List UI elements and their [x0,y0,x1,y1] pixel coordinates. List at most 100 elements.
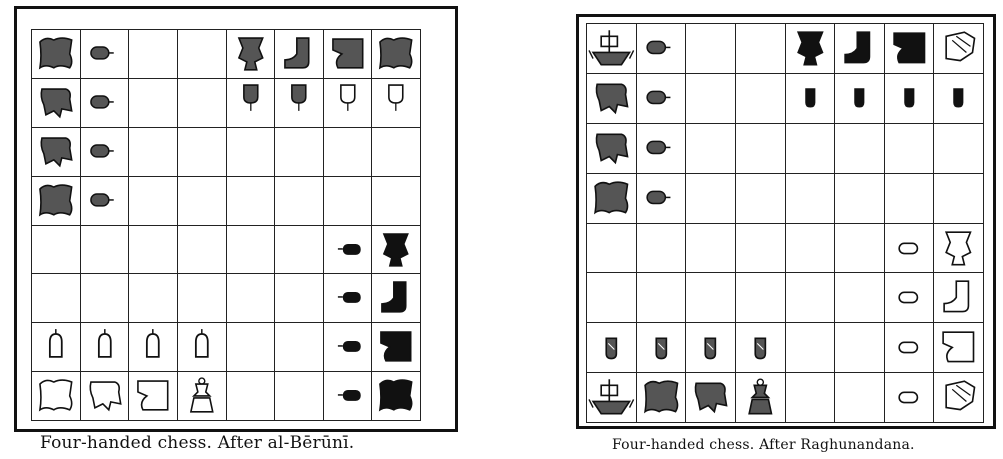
left-board-square [372,30,421,79]
left-board-square [81,323,130,372]
right-board-square [934,174,984,224]
left-board-square [129,30,178,79]
left-board-square [178,274,227,323]
right-board-square [885,124,935,174]
left-board-square [275,128,324,177]
right-board-square [587,74,637,124]
right-board-square [686,24,736,74]
left-caption: Four-handed chess. After al-Bērūnī. [40,433,354,453]
left-board-square [372,177,421,226]
right-board-square [736,174,786,224]
right-board-square [686,224,736,274]
right-board-square [786,273,836,323]
right-board-square [786,174,836,224]
left-board-square [178,323,227,372]
right-board-square [736,373,786,423]
right-board-square [686,273,736,323]
left-board-square [129,177,178,226]
right-board-square [835,224,885,274]
right-board-square [885,323,935,373]
right-board-square [637,373,687,423]
right-board-square [786,74,836,124]
left-board-square [129,274,178,323]
left-board-square [227,30,276,79]
left-board-square [324,323,373,372]
right-board-square [686,323,736,373]
left-board-square [129,372,178,421]
left-board-square [81,372,130,421]
left-board-square [372,226,421,275]
left-board-square [324,274,373,323]
right-board-square [637,24,687,74]
left-board-square [32,177,81,226]
right-board-square [587,273,637,323]
left-board-square [324,177,373,226]
right-board-square [736,24,786,74]
right-board-square [786,323,836,373]
left-board-square [32,372,81,421]
left-board-square [32,128,81,177]
left-board-square [178,79,227,128]
left-board-square [81,177,130,226]
left-board-square [81,226,130,275]
right-board-square [835,273,885,323]
left-board-square [372,372,421,421]
left-board-square [275,372,324,421]
right-board-square [587,323,637,373]
left-board-square [81,30,130,79]
right-board-square [637,74,687,124]
right-caption: Four-handed chess. After Raghunandana. [612,437,915,453]
right-board-square [934,24,984,74]
left-board-square [129,128,178,177]
right-board-square [934,74,984,124]
left-board-square [324,226,373,275]
right-board-square [686,124,736,174]
right-board-square [934,273,984,323]
right-board-square [686,373,736,423]
left-board-square [129,323,178,372]
right-board-square [885,174,935,224]
right-board-square [637,124,687,174]
right-board-square [835,373,885,423]
right-board-square [934,373,984,423]
left-board-square [275,79,324,128]
left-board-square [178,177,227,226]
left-board-square [227,128,276,177]
right-board-square [835,174,885,224]
left-board-square [227,372,276,421]
right-board-square [934,124,984,174]
left-board-square [178,128,227,177]
right-board-square [885,273,935,323]
left-board-square [324,30,373,79]
right-board-square [786,124,836,174]
right-board-square [736,323,786,373]
left-board-square [275,226,324,275]
left-board-square [372,128,421,177]
right-board-square [835,74,885,124]
left-board-square [227,79,276,128]
left-board-square [324,372,373,421]
left-board-square [32,323,81,372]
left-board-square [324,128,373,177]
right-board-square [587,124,637,174]
left-board-square [129,79,178,128]
right-board-square [736,124,786,174]
right-chessboard [586,23,984,423]
right-board-square [835,24,885,74]
right-board-square [934,323,984,373]
left-board-square [32,226,81,275]
left-board-square [32,30,81,79]
right-board-square [885,74,935,124]
left-board-frame [14,6,458,432]
left-board-square [178,30,227,79]
right-board-frame [576,14,996,429]
left-board-square [32,274,81,323]
left-board-square [372,274,421,323]
right-board-square [885,373,935,423]
right-board-square [587,224,637,274]
left-board-square [227,226,276,275]
right-board-square [736,224,786,274]
left-board-square [32,79,81,128]
right-board-square [587,24,637,74]
right-board-square [587,174,637,224]
